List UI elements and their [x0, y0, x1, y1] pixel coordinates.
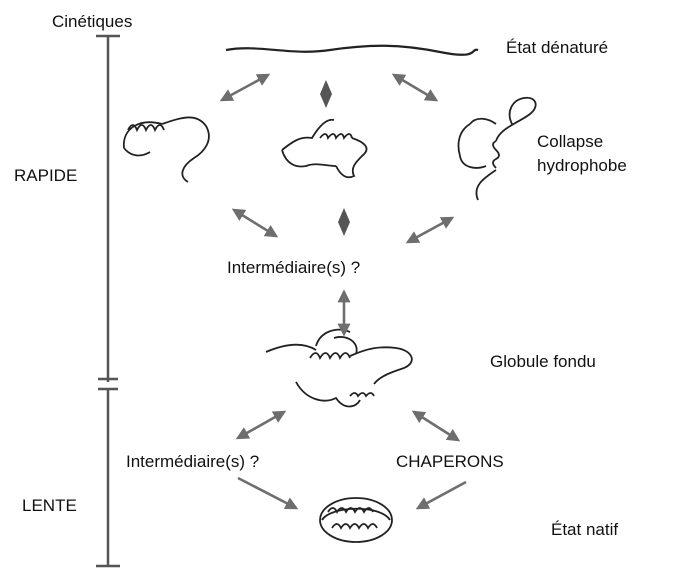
intermediate-top-label: Intermédiaire(s) ?: [227, 258, 360, 278]
diamond-upper: [320, 80, 332, 108]
arrow-globule-chaperones: [414, 412, 458, 440]
arrow-right-intermediate: [408, 218, 452, 242]
arrow-chaperones-native: [418, 482, 466, 508]
hydrophobic-collapse-label: Collapse hydrophobe: [537, 130, 677, 178]
kinetics-axis: [96, 36, 120, 566]
left-partial-fold: [124, 117, 209, 182]
native-state-label: État natif: [551, 520, 618, 540]
collapse-chain: [458, 98, 535, 200]
molten-globule-shape: [266, 330, 412, 407]
chaperones-label: CHAPERONS: [396, 452, 504, 472]
arrow-denatured-left: [222, 75, 268, 100]
kinetics-fast-label: RAPIDE: [14, 166, 77, 186]
transition-arrows: [222, 75, 466, 508]
arrow-denatured-right: [394, 75, 436, 100]
equilibrium-diamonds: [320, 80, 350, 236]
kinetics-slow-label: LENTE: [22, 496, 77, 516]
middle-partial-fold: [282, 120, 367, 178]
arrow-intermediate-native: [238, 478, 296, 508]
kinetics-title: Cinétiques: [52, 12, 132, 32]
denatured-state-label: État dénaturé: [506, 38, 608, 58]
intermediate-bottom-label: Intermédiaire(s) ?: [126, 452, 259, 472]
denatured-chain: [226, 46, 478, 55]
arrow-left-intermediate: [234, 210, 276, 236]
native-state-shape: [320, 498, 392, 542]
diamond-lower: [338, 208, 350, 236]
molten-globule-label: Globule fondu: [490, 352, 596, 372]
arrow-globule-intermediate: [238, 412, 284, 438]
